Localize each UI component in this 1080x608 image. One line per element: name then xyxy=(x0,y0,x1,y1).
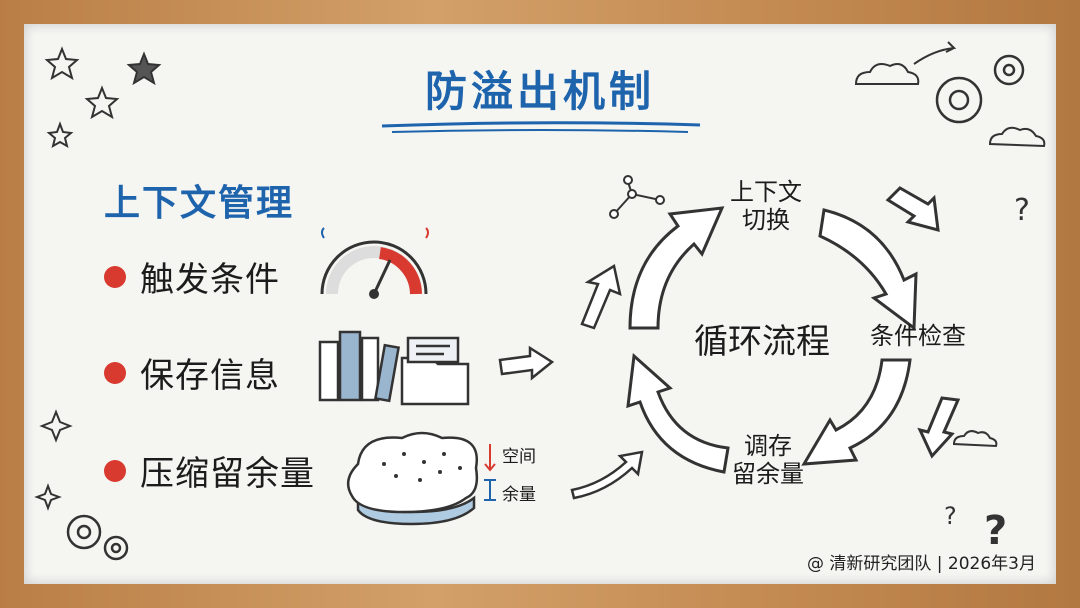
node-context-switch: 上下文 切换 xyxy=(726,178,806,234)
cycle-arrows xyxy=(626,186,961,474)
list-item-label: 压缩留余量 xyxy=(140,454,315,494)
node-adjust-margin: 调存 留余量 xyxy=(728,432,808,488)
stars-doodle-icon xyxy=(44,46,162,149)
list-item-label: 触发条件 xyxy=(140,260,280,300)
cloud-icon xyxy=(854,63,1046,448)
sparkle-doodle-icon xyxy=(34,409,73,511)
sponge-icon xyxy=(346,431,496,526)
sponge-margin-label: 余量 xyxy=(502,485,536,505)
diagram-graphics: ? ? ? xyxy=(34,41,1046,561)
svg-text:?: ? xyxy=(944,502,957,530)
node-label-line: 上下文 xyxy=(730,178,802,206)
books-folder-icon xyxy=(318,330,470,406)
whiteboard: ? ? ? xyxy=(24,24,1056,584)
sponge-space-label: 空间 xyxy=(502,447,536,467)
svg-text:?: ? xyxy=(984,508,1007,554)
title-underline xyxy=(381,121,701,128)
network-doodle-icon xyxy=(609,175,665,219)
cycle-center-label: 循环流程 xyxy=(694,322,830,362)
bullet-icon xyxy=(104,362,126,384)
node-label-line: 留余量 xyxy=(732,460,804,488)
gauge-icon xyxy=(320,227,429,299)
node-label-line: 切换 xyxy=(742,206,790,234)
bullet-icon xyxy=(104,460,126,482)
arrow-doodle-icon xyxy=(913,41,957,65)
list-item-label: 保存信息 xyxy=(140,356,280,396)
connector-arrow-icon xyxy=(498,264,644,500)
node-label-line: 调存 xyxy=(744,432,792,460)
page-title: 防溢出机制 xyxy=(424,67,655,116)
gear-icon xyxy=(66,54,1025,561)
node-condition-check: 条件检查 xyxy=(870,322,966,350)
footer-credit: @ 清新研究团队 | 2026年3月 xyxy=(806,554,1036,574)
section-heading: 上下文管理 xyxy=(104,183,295,224)
bullet-icon xyxy=(104,266,126,288)
question-mark-icon: ? xyxy=(1014,193,1030,228)
